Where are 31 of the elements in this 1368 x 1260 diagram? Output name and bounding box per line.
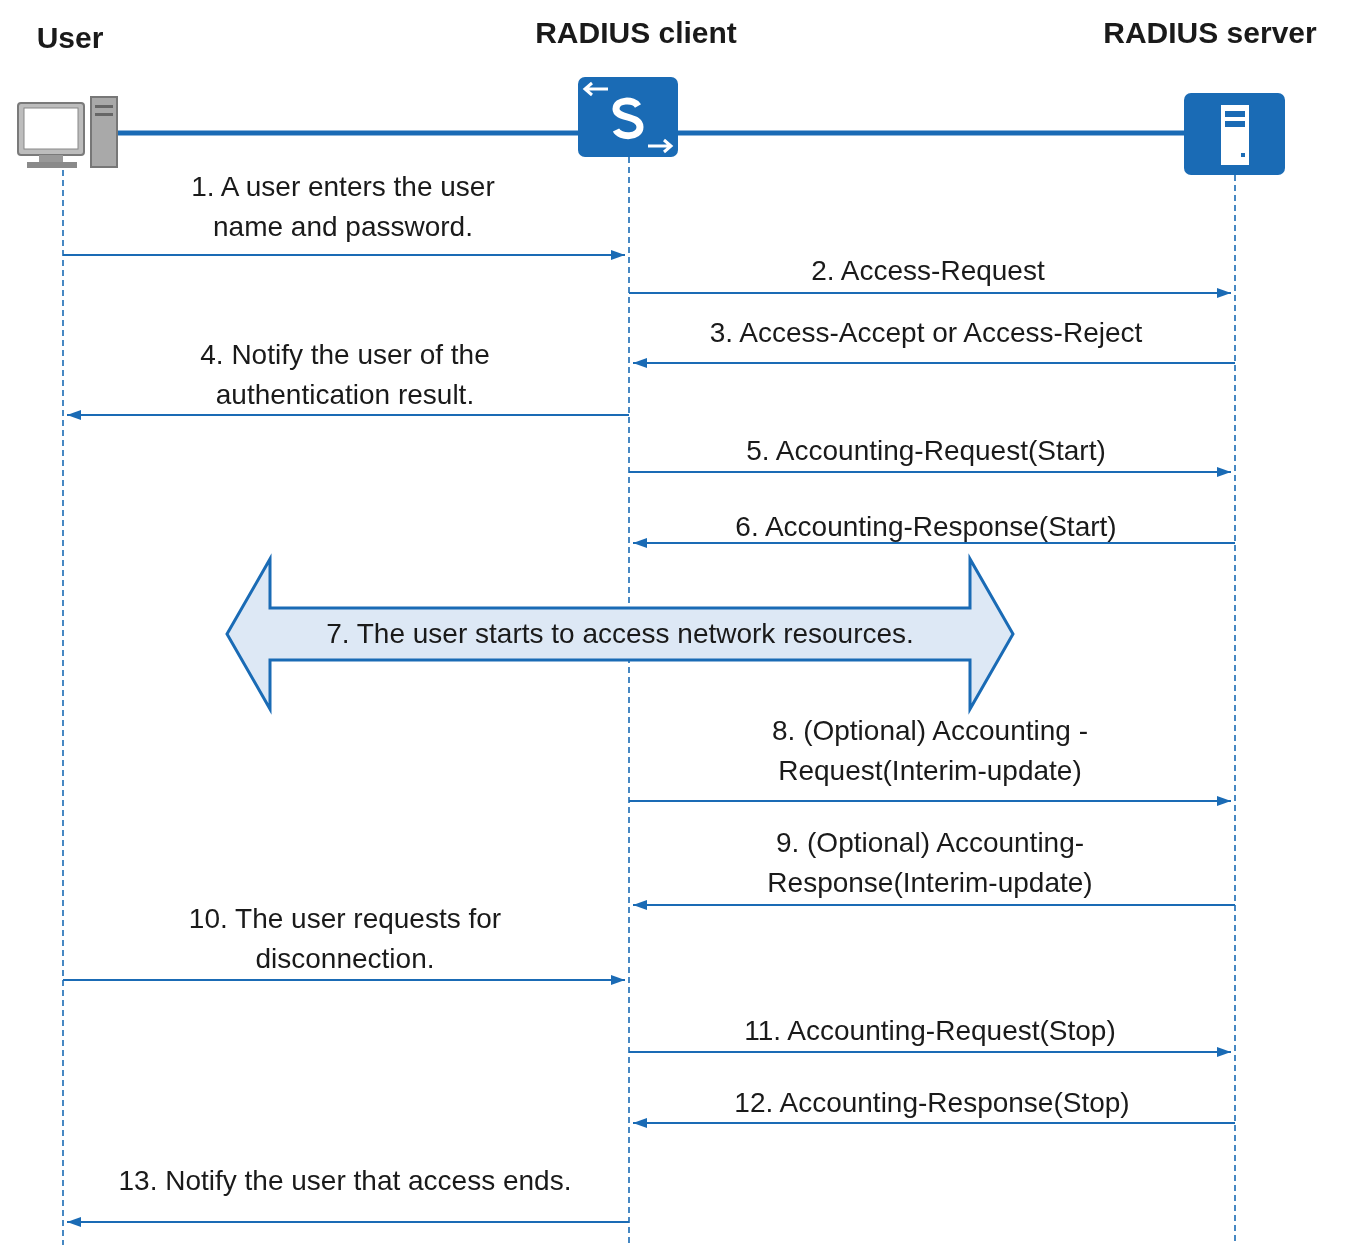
message-arrow (66, 410, 630, 420)
message-arrow (62, 975, 626, 985)
arrow-text: 7. The user starts to access network resources. (325, 617, 915, 651)
message-arrow (66, 1217, 630, 1227)
message-label: 3. Access-Accept or Access-Reject (708, 316, 1144, 350)
message-arrow (628, 288, 1232, 298)
message-arrow (62, 250, 626, 260)
message-label: 8. (Optional) Accounting -Request(Interim-update) (771, 714, 1089, 788)
participant-title: RADIUS client (534, 15, 738, 51)
double-block-arrow (225, 556, 1015, 712)
message-arrow (632, 1118, 1236, 1128)
message-label: 4. Notify the user of the authentication result. (199, 338, 491, 412)
message-arrow (628, 467, 1232, 477)
message-label: 6. Accounting-Response(Start) (734, 510, 1118, 544)
participant-title: User (35, 20, 105, 56)
message-label: 1. A user enters the user name and password. (190, 170, 496, 244)
message-label: 5. Accounting-Request(Start) (745, 434, 1107, 468)
link-line (678, 130, 1184, 136)
message-label: 11. Accounting-Request(Stop) (743, 1014, 1117, 1048)
message-arrow (628, 796, 1232, 806)
message-label: 9. (Optional) Accounting- Response(Interim-update) (766, 826, 1094, 900)
message-arrow (628, 1047, 1232, 1057)
message-arrow (632, 900, 1236, 910)
message-label: 2. Access-Request (810, 254, 1046, 288)
link-line (118, 130, 578, 136)
participant-title: RADIUS server (1102, 15, 1318, 51)
message-arrow (632, 538, 1236, 548)
message-label: 12. Accounting-Response(Stop) (733, 1086, 1131, 1120)
message-arrow (632, 358, 1236, 368)
message-label: 10. The user requests for disconnection. (187, 902, 503, 976)
message-label: 13. Notify the user that access ends. (117, 1164, 573, 1198)
